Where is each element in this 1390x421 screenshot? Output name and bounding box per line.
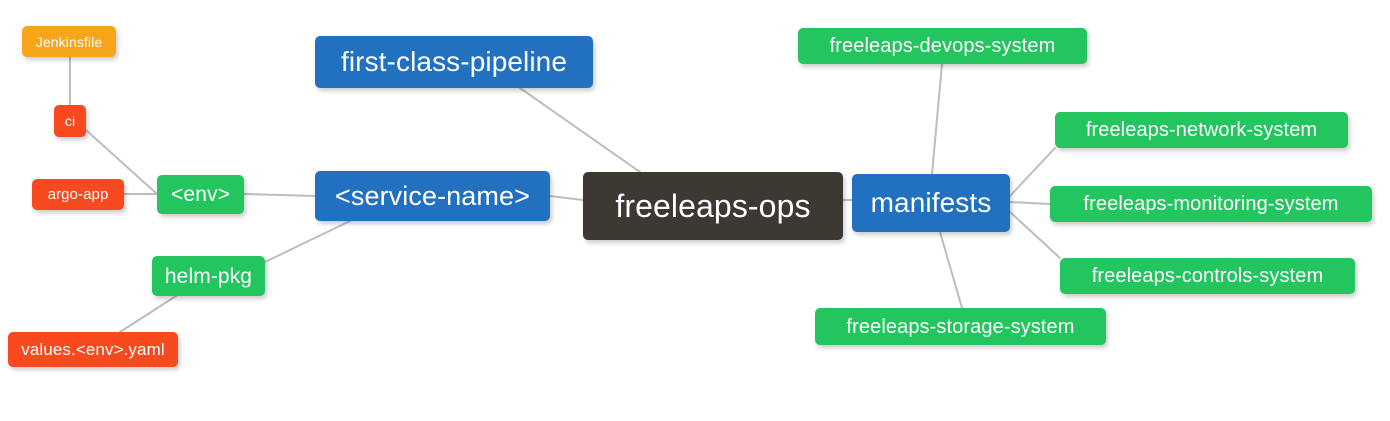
node-label-freeleaps-devops-system: freeleaps-devops-system xyxy=(829,35,1056,57)
node-label-values-yaml: values.<env>.yaml xyxy=(21,340,165,359)
node-freeleaps-devops-system[interactable]: freeleaps-devops-system xyxy=(798,28,1087,64)
node-service-name[interactable]: <service-name> xyxy=(315,171,550,221)
node-label-service-name: <service-name> xyxy=(335,180,530,211)
node-label-freeleaps-controls-system: freeleaps-controls-system xyxy=(1091,265,1324,287)
node-label-freeleaps-storage-system: freeleaps-storage-system xyxy=(846,315,1075,338)
node-helm-pkg[interactable]: helm-pkg xyxy=(152,256,265,296)
node-first-class-pipeline[interactable]: first-class-pipeline xyxy=(315,36,593,88)
edge-manifests-to-freeleaps-monitoring-system xyxy=(1009,201,1051,205)
node-label-helm-pkg: helm-pkg xyxy=(164,264,253,288)
node-env[interactable]: <env> xyxy=(157,175,244,214)
node-label-freeleaps-network-system: freeleaps-network-system xyxy=(1085,119,1318,141)
node-label-jenkinsfile: Jenkinsfile xyxy=(35,33,103,50)
node-label-first-class-pipeline: first-class-pipeline xyxy=(340,46,568,77)
edge-helm-pkg-to-values-yaml xyxy=(119,295,177,333)
node-freeleaps-controls-system[interactable]: freeleaps-controls-system xyxy=(1060,258,1355,294)
node-label-argo-app: argo-app xyxy=(47,186,109,203)
edge-manifests-to-freeleaps-devops-system xyxy=(931,63,943,175)
node-label-freeleaps-ops: freeleaps-ops xyxy=(615,188,811,224)
node-argo-app[interactable]: argo-app xyxy=(32,179,124,210)
node-ci[interactable]: ci xyxy=(54,105,86,137)
edge-service-name-to-helm-pkg xyxy=(264,220,351,263)
node-label-freeleaps-monitoring-system: freeleaps-monitoring-system xyxy=(1083,193,1339,215)
node-freeleaps-ops[interactable]: freeleaps-ops xyxy=(583,172,843,240)
node-freeleaps-network-system[interactable]: freeleaps-network-system xyxy=(1055,112,1348,148)
edge-manifests-to-freeleaps-network-system xyxy=(1009,147,1056,197)
edge-service-name-to-freeleaps-ops xyxy=(549,195,584,201)
node-jenkinsfile[interactable]: Jenkinsfile xyxy=(22,26,116,57)
node-freeleaps-storage-system[interactable]: freeleaps-storage-system xyxy=(815,308,1106,345)
node-label-ci: ci xyxy=(64,113,76,129)
node-values-yaml[interactable]: values.<env>.yaml xyxy=(8,332,178,367)
edge-manifests-to-freeleaps-storage-system xyxy=(939,231,963,309)
node-manifests[interactable]: manifests xyxy=(852,174,1010,232)
node-freeleaps-monitoring-system[interactable]: freeleaps-monitoring-system xyxy=(1050,186,1372,222)
node-label-manifests: manifests xyxy=(870,187,992,218)
edge-env-to-service-name xyxy=(243,193,316,197)
edge-first-class-pipeline-to-freeleaps-ops xyxy=(519,87,641,173)
node-label-env: <env> xyxy=(171,183,230,206)
